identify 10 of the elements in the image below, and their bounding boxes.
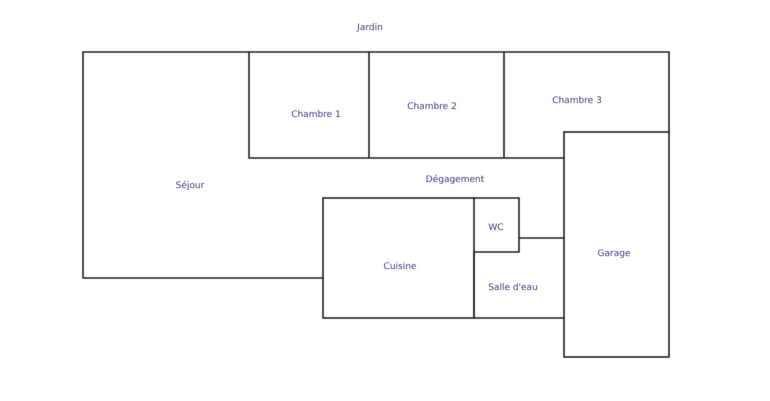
room-label: Garage	[598, 249, 630, 259]
room-label: Chambre 1	[291, 110, 341, 120]
room-label: WC	[488, 223, 504, 233]
room-label: Salle d'eau	[488, 283, 538, 293]
room-label: Séjour	[176, 181, 204, 191]
room-label: Chambre 3	[552, 96, 602, 106]
area-label: Jardin	[357, 23, 383, 33]
room-label: Dégagement	[426, 175, 484, 185]
room-label: Chambre 2	[407, 102, 457, 112]
room-label: Cuisine	[384, 262, 416, 272]
